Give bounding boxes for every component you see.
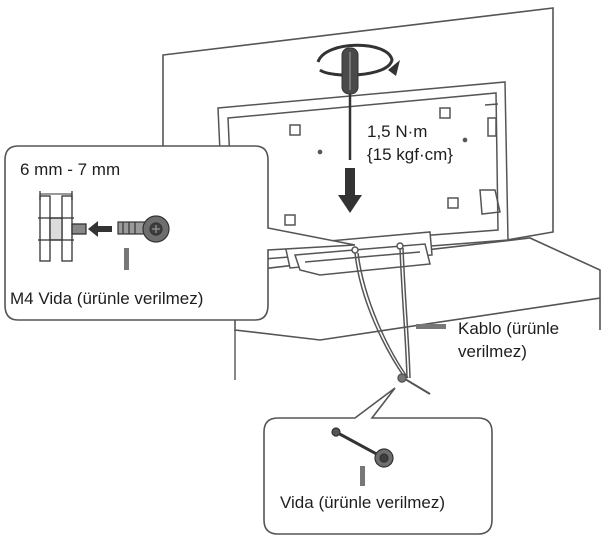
cable: [354, 247, 411, 379]
screwdriver-icon: [341, 47, 359, 160]
screw-pointer-line: [360, 466, 365, 486]
screw-label: Vida (ürünle verilmez): [280, 493, 446, 512]
screw-icon: [331, 427, 394, 468]
left-arrow-icon: [88, 221, 112, 237]
m4-pointer-line: [124, 248, 129, 270]
gap-range-label: 6 mm - 7 mm: [20, 160, 121, 179]
bracket-cross-section: [38, 191, 87, 262]
bolt-icon: [117, 215, 170, 243]
tv-back: [217, 81, 509, 263]
callout-box-m4: [4, 145, 356, 321]
torque-value-line2: {15 kgf·cm}: [367, 145, 453, 164]
cable-label-line1: Kablo (ürünle: [458, 319, 560, 338]
wall-screw-small: [397, 373, 431, 395]
rotation-arrow-icon: [316, 43, 400, 77]
down-arrow-icon: [338, 168, 362, 213]
torque-value-line1: 1,5 N·m: [367, 122, 428, 141]
cable-pointer-line: [416, 324, 446, 329]
m4-screw-label: M4 Vida (ürünle verilmez): [10, 289, 204, 308]
cable-label-line2: verilmez): [458, 342, 527, 361]
